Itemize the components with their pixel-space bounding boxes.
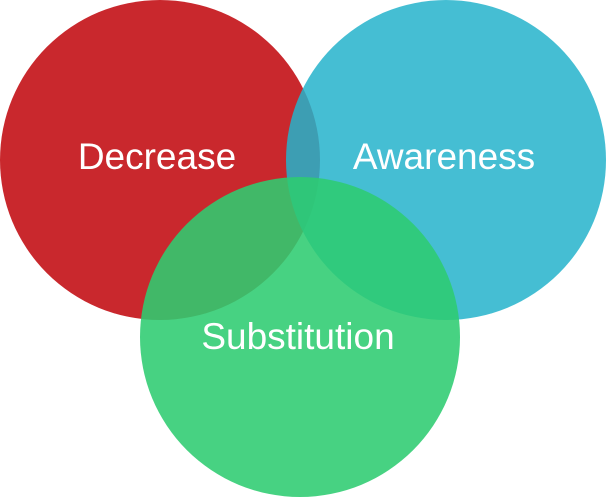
label-awareness: Awareness	[353, 136, 535, 177]
label-substitution: Substitution	[201, 316, 394, 357]
label-decrease: Decrease	[78, 136, 236, 177]
circle-substitution	[140, 177, 460, 497]
